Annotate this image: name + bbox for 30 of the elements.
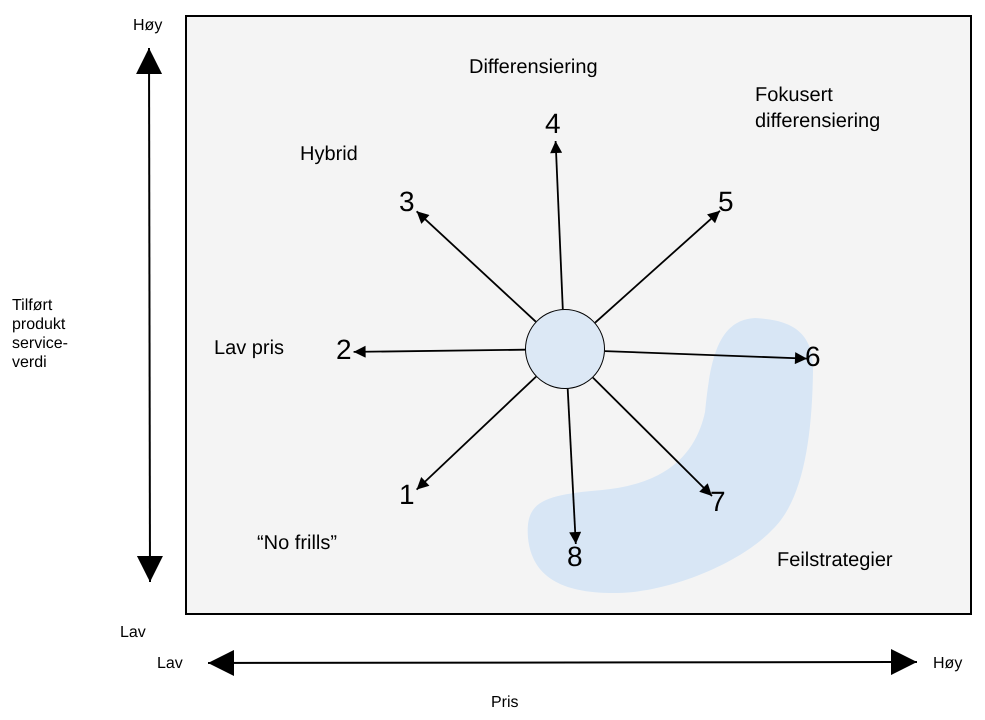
axis-end-label: Lav: [120, 623, 146, 642]
axis-end-label: Høy: [933, 654, 962, 673]
arrow: [416, 210, 536, 322]
strategy-number: 4: [545, 109, 561, 139]
arrow: [416, 376, 537, 490]
axis-end-label: Høy: [133, 16, 162, 35]
strategy-number: 6: [805, 342, 821, 372]
axis-title: Tilført produkt service-verdi: [12, 296, 70, 372]
strategy-label: Lav pris: [214, 336, 284, 361]
arrow: [592, 376, 713, 497]
axis-title: Pris: [491, 693, 519, 712]
axis-end-label: Lav: [157, 654, 183, 673]
arrow: [604, 350, 808, 364]
center-circle: [525, 309, 605, 389]
strategy-number: 2: [336, 335, 352, 365]
strategy-number: 5: [718, 187, 734, 217]
strategy-label: Fokusert differensiering: [755, 83, 882, 134]
strategy-label: Hybrid: [300, 142, 358, 167]
arrow: [594, 210, 721, 324]
strategy-label: Differensiering: [469, 55, 598, 80]
strategy-number: 7: [710, 487, 726, 517]
arrow: [550, 140, 564, 310]
diagram-frame: [185, 15, 972, 615]
arrow: [354, 346, 526, 358]
arrow: [566, 388, 582, 544]
strategy-number: 8: [567, 542, 583, 572]
strategy-number: 1: [399, 480, 415, 510]
strategy-label: “No frills”: [257, 531, 337, 556]
region-label: Feilstrategier: [777, 548, 893, 573]
strategy-number: 3: [399, 187, 415, 217]
